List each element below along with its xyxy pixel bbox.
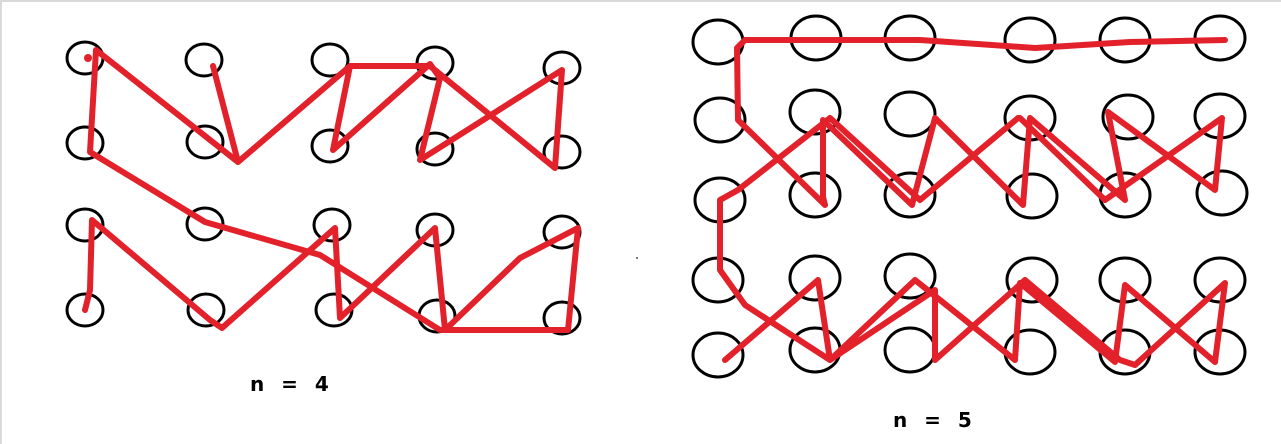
circle-left-r1-c0 xyxy=(65,125,105,161)
circle-right-r4-c0 xyxy=(691,331,745,379)
circle-left-r3-c1 xyxy=(186,292,226,328)
circle-right-r2-c5 xyxy=(1195,169,1249,217)
circle-right-r4-c2 xyxy=(883,326,937,374)
circle-left-r3-c4 xyxy=(542,300,582,336)
circle-right-r2-c3 xyxy=(1005,172,1059,220)
path-right-n5 xyxy=(717,37,1228,368)
circle-right-r1-c1 xyxy=(788,88,842,136)
circle-left-r2-c1 xyxy=(185,206,225,242)
circle-right-r4-c3 xyxy=(1003,328,1057,376)
circle-left-r3-c0 xyxy=(65,292,105,328)
circle-right-r2-c2 xyxy=(883,171,937,219)
circle-left-r1-c4 xyxy=(542,134,582,170)
left-border xyxy=(0,0,2,444)
circle-right-r3-c3 xyxy=(1005,256,1059,304)
circle-right-r3-c5 xyxy=(1193,256,1247,304)
circle-left-r1-c3 xyxy=(415,131,455,167)
caption-n5: n = 5 xyxy=(893,408,973,432)
circle-left-r1-c1 xyxy=(185,124,225,160)
circle-right-r1-c4 xyxy=(1101,93,1155,141)
circle-right-r3-c1 xyxy=(788,254,842,302)
top-border xyxy=(0,0,1281,2)
circle-left-r2-c2 xyxy=(312,207,352,243)
path-left-n4 xyxy=(82,47,581,333)
circle-right-r1-c0 xyxy=(693,96,747,144)
circle-left-r0-c1 xyxy=(184,42,224,78)
circle-left-r1-c2 xyxy=(310,128,350,164)
circle-right-r1-c2 xyxy=(883,90,937,138)
circle-right-r2-c1 xyxy=(788,171,842,219)
start-dot-left xyxy=(84,54,92,62)
circle-right-r3-c2 xyxy=(883,252,937,300)
circle-right-r0-c3 xyxy=(1003,16,1057,64)
caption-n4: n = 4 xyxy=(250,372,330,396)
stray-dot xyxy=(636,257,638,259)
circle-left-r0-c2 xyxy=(310,42,350,78)
circle-left-r2-c0 xyxy=(65,207,105,243)
